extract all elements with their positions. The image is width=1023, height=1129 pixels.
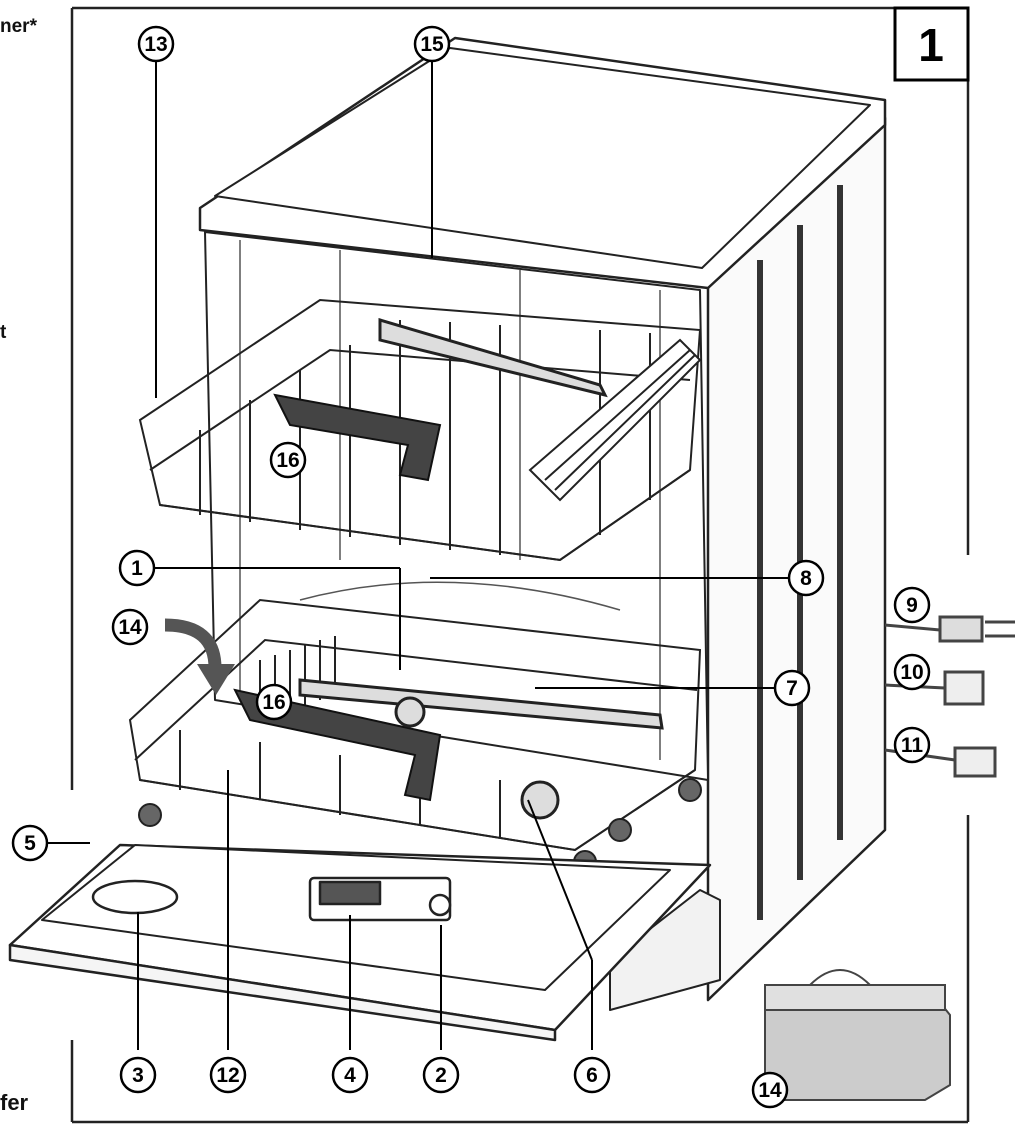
svg-text:13: 13 [144, 33, 167, 56]
callout-16-upper: 16 [269, 441, 307, 479]
callout-1: 1 [118, 549, 156, 587]
callout-13: 13 [137, 25, 175, 63]
svg-text:3: 3 [132, 1064, 144, 1087]
lower-basket-handle [233, 688, 442, 802]
callout-8: 8 [787, 559, 825, 597]
spray-arms [298, 317, 664, 820]
callout-7: 7 [773, 669, 811, 707]
svg-text:15: 15 [420, 33, 444, 56]
callout-11: 11 [893, 726, 931, 764]
svg-text:16: 16 [262, 691, 285, 714]
callout-12: 12 [209, 1056, 247, 1094]
upper-basket-handle [273, 393, 442, 482]
callout-9: 9 [893, 586, 931, 624]
callout-5: 5 [11, 824, 49, 862]
svg-text:7: 7 [786, 677, 798, 700]
callout-15: 15 [413, 25, 451, 63]
svg-text:14: 14 [118, 616, 142, 639]
edge-text-top: ner* [0, 16, 37, 37]
dishwasher-body [198, 36, 887, 1011]
callout-3: 3 [119, 1056, 157, 1094]
edge-text-bottom: fer [0, 1090, 29, 1115]
hoses-and-plug [884, 615, 1015, 778]
callout-14-arrow: 14 [111, 608, 149, 646]
figure-frame [70, 6, 970, 1124]
svg-text:1: 1 [131, 557, 143, 580]
svg-text:8: 8 [800, 567, 812, 590]
svg-text:14: 14 [758, 1079, 782, 1102]
svg-text:4: 4 [344, 1064, 356, 1087]
svg-text:11: 11 [901, 734, 924, 757]
open-door [8, 843, 712, 1042]
svg-text:6: 6 [586, 1064, 598, 1087]
figure-number: 1 [918, 19, 944, 71]
callout-4: 4 [331, 1056, 369, 1094]
svg-text:10: 10 [900, 661, 923, 684]
callout-16-lower: 16 [255, 683, 293, 721]
callout-2: 2 [422, 1056, 460, 1094]
figure-number-box: 1 [893, 6, 970, 82]
svg-text:2: 2 [435, 1064, 447, 1087]
callout-10: 10 [893, 653, 931, 691]
cutlery-basket [764, 969, 951, 1101]
side-panel-stripes [757, 185, 843, 920]
svg-text:5: 5 [24, 832, 36, 855]
svg-text:9: 9 [906, 594, 918, 617]
curved-arrow [164, 618, 235, 695]
svg-text:12: 12 [216, 1064, 239, 1087]
callout-14-basket: 14 [751, 1071, 789, 1109]
edge-text-middle: t [0, 322, 7, 343]
svg-text:16: 16 [276, 449, 299, 472]
callout-6: 6 [573, 1056, 611, 1094]
leader-lines [48, 62, 788, 1050]
upper-basket [138, 298, 702, 562]
